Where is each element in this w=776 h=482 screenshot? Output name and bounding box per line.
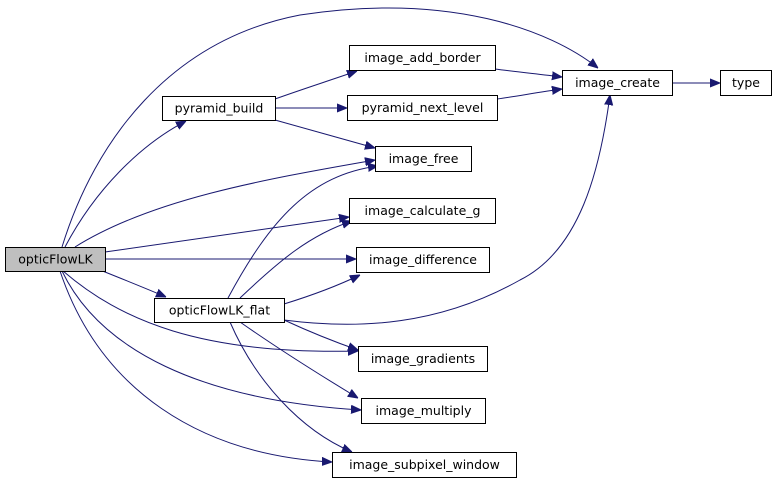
node-box[interactable] bbox=[356, 247, 490, 273]
edge-opticFlowLK-to-image_subpixel_window bbox=[59, 270, 332, 462]
node-box[interactable] bbox=[361, 398, 486, 424]
edge-opticFlowLK_flat-to-image_create bbox=[283, 95, 610, 325]
node-pyramid_next_level[interactable]: pyramid_next_level bbox=[347, 95, 498, 121]
node-image_subpixel_window[interactable]: image_subpixel_window bbox=[332, 452, 517, 478]
nodes-layer: opticFlowLK pyramid_build image_add_border… bbox=[5, 45, 772, 478]
node-image_multiply[interactable]: image_multiply bbox=[361, 398, 486, 424]
node-box[interactable] bbox=[358, 346, 488, 372]
node-box[interactable] bbox=[349, 45, 496, 71]
edge-opticFlowLK-to-opticFlowLK_flat bbox=[99, 269, 166, 297]
edge-image_add_border-to-image_create bbox=[494, 68, 562, 77]
node-label[interactable]: opticFlowLK_flat bbox=[169, 303, 270, 318]
edge-opticFlowLK-to-image_calculate_g bbox=[104, 217, 349, 253]
node-label[interactable]: image_calculate_g bbox=[365, 203, 481, 218]
node-opticFlowLK_flat[interactable]: opticFlowLK_flat bbox=[154, 298, 285, 323]
node-image_difference[interactable]: image_difference bbox=[356, 247, 490, 273]
node-box[interactable] bbox=[5, 247, 106, 272]
edge-opticFlowLK_flat-to-image_multiply bbox=[239, 321, 358, 398]
node-label[interactable]: pyramid_build bbox=[175, 101, 264, 116]
edge-pyramid_build-to-image_add_border bbox=[274, 71, 357, 100]
node-label[interactable]: image_multiply bbox=[376, 403, 473, 418]
edge-pyramid_build-to-image_free bbox=[274, 119, 375, 148]
node-label[interactable]: image_free bbox=[389, 151, 459, 166]
node-box[interactable] bbox=[154, 298, 285, 323]
node-box[interactable] bbox=[332, 452, 517, 478]
node-box[interactable] bbox=[162, 96, 276, 121]
node-box[interactable] bbox=[349, 198, 496, 224]
edges-layer bbox=[59, 7, 720, 462]
node-image_create[interactable]: image_create bbox=[562, 70, 673, 96]
node-pyramid_build[interactable]: pyramid_build bbox=[162, 96, 276, 121]
edge-opticFlowLK_flat-to-image_gradients bbox=[283, 319, 358, 350]
edge-opticFlowLK-to-image_multiply bbox=[61, 270, 361, 410]
edge-opticFlowLK_flat-to-image_free bbox=[227, 166, 378, 299]
edge-opticFlowLK-to-image_create bbox=[61, 7, 598, 248]
node-image_free[interactable]: image_free bbox=[375, 146, 472, 172]
node-type[interactable]: type bbox=[720, 70, 772, 96]
node-box[interactable] bbox=[720, 70, 772, 96]
node-label[interactable]: image_subpixel_window bbox=[349, 457, 500, 472]
edge-pyramid_next_level-to-image_create bbox=[496, 89, 562, 100]
node-image_gradients[interactable]: image_gradients bbox=[358, 346, 488, 372]
node-image_calculate_g[interactable]: image_calculate_g bbox=[349, 198, 496, 224]
node-label[interactable]: image_difference bbox=[369, 252, 477, 267]
node-box[interactable] bbox=[562, 70, 673, 96]
edge-opticFlowLK_flat-to-image_difference bbox=[283, 275, 360, 305]
edge-opticFlowLK-to-image_free bbox=[74, 160, 375, 248]
node-box[interactable] bbox=[347, 95, 498, 121]
edge-opticFlowLK_flat-to-image_calculate_g bbox=[239, 221, 352, 299]
edge-opticFlowLK-to-image_gradients bbox=[62, 270, 358, 351]
edge-opticFlowLK-to-pyramid_build bbox=[64, 121, 186, 248]
node-label[interactable]: image_create bbox=[575, 75, 660, 90]
node-label[interactable]: image_gradients bbox=[371, 351, 475, 366]
node-opticFlowLK[interactable]: opticFlowLK bbox=[5, 247, 106, 272]
node-label[interactable]: image_add_border bbox=[364, 50, 481, 65]
node-box[interactable] bbox=[375, 146, 472, 172]
node-label[interactable]: opticFlowLK bbox=[18, 252, 93, 267]
edge-opticFlowLK_flat-to-image_subpixel_window bbox=[229, 321, 352, 452]
node-label[interactable]: type bbox=[732, 75, 760, 90]
node-label[interactable]: pyramid_next_level bbox=[362, 100, 484, 115]
node-image_add_border[interactable]: image_add_border bbox=[349, 45, 496, 71]
